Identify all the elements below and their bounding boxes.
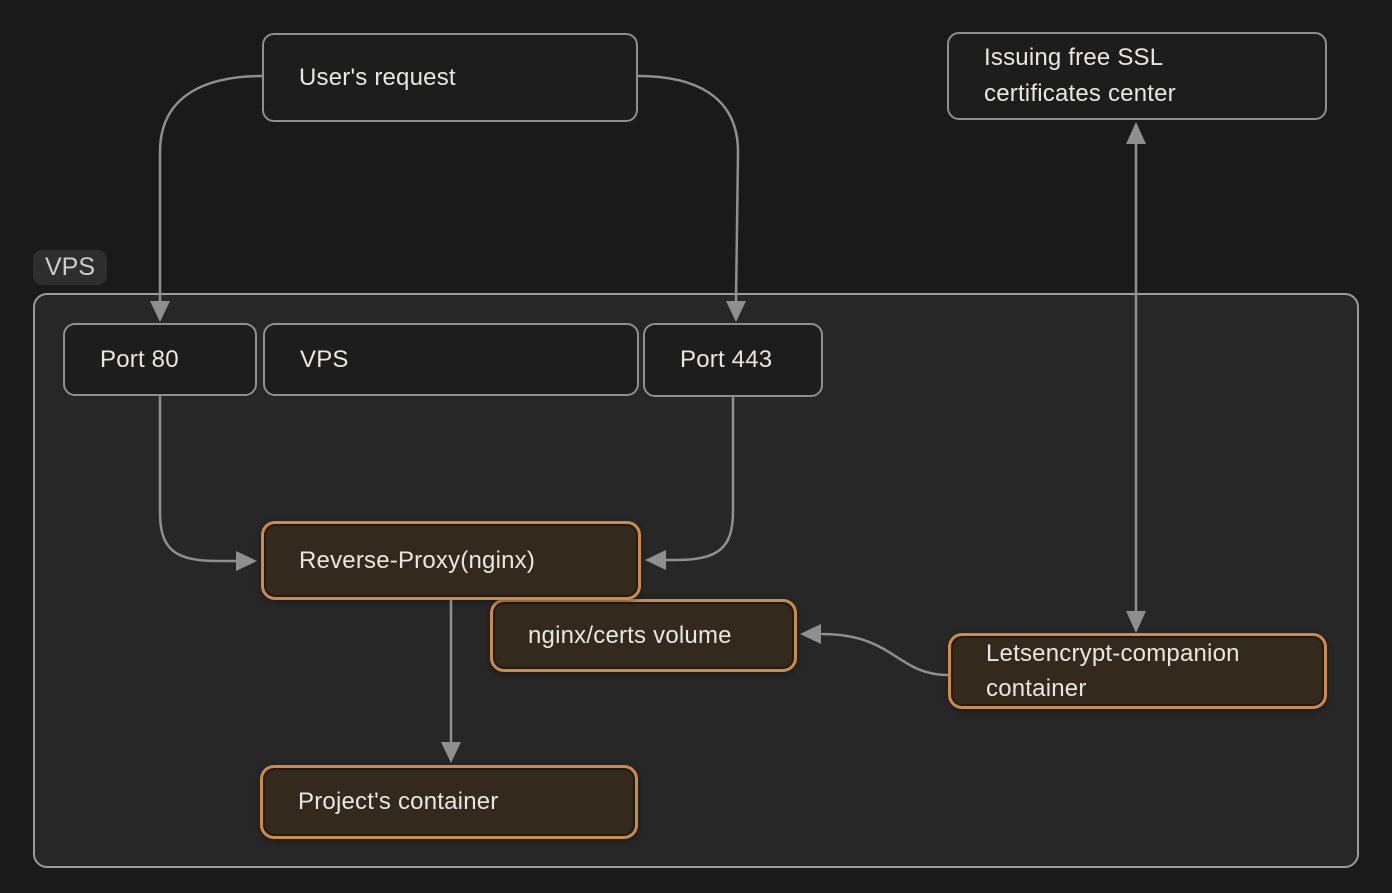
node-vps-label: VPS	[300, 345, 349, 373]
node-users-request: User's request	[262, 33, 638, 122]
node-port-80: Port 80	[63, 323, 257, 396]
edge-users-request-to-port-443	[636, 74, 740, 303]
node-nginx-certs-volume: nginx/certs volume	[490, 599, 797, 672]
node-reverse-proxy-nginx-label: Reverse-Proxy(nginx)	[299, 546, 536, 574]
node-projects-container-label: Project's container	[298, 788, 499, 815]
node-projects-container: Project's container	[260, 765, 638, 839]
node-port-443: Port 443	[643, 323, 823, 397]
node-letsencrypt-companion-container: Letsencrypt-companion container	[948, 633, 1327, 709]
node-ssl-certificates-center: Issuing free SSL certificates center	[947, 32, 1327, 120]
arrowhead-ssl-center-letsencrypt-bidirectional-0	[1126, 122, 1146, 144]
node-letsencrypt-companion-container-label: Letsencrypt-companion container	[986, 640, 1240, 702]
node-ssl-certificates-center-label: Issuing free SSL certificates center	[984, 44, 1176, 107]
vps-region-tag: VPS	[33, 250, 108, 285]
vps-region-label: VPS	[45, 253, 96, 281]
node-nginx-certs-volume-label: nginx/certs volume	[528, 621, 732, 649]
node-users-request-label: User's request	[299, 63, 456, 91]
node-port-443-label: Port 443	[680, 346, 773, 373]
node-port-80-label: Port 80	[100, 345, 179, 373]
edge-users-request-to-port-80	[158, 74, 264, 303]
node-vps: VPS	[263, 323, 639, 396]
node-reverse-proxy-nginx: Reverse-Proxy(nginx)	[261, 521, 641, 600]
